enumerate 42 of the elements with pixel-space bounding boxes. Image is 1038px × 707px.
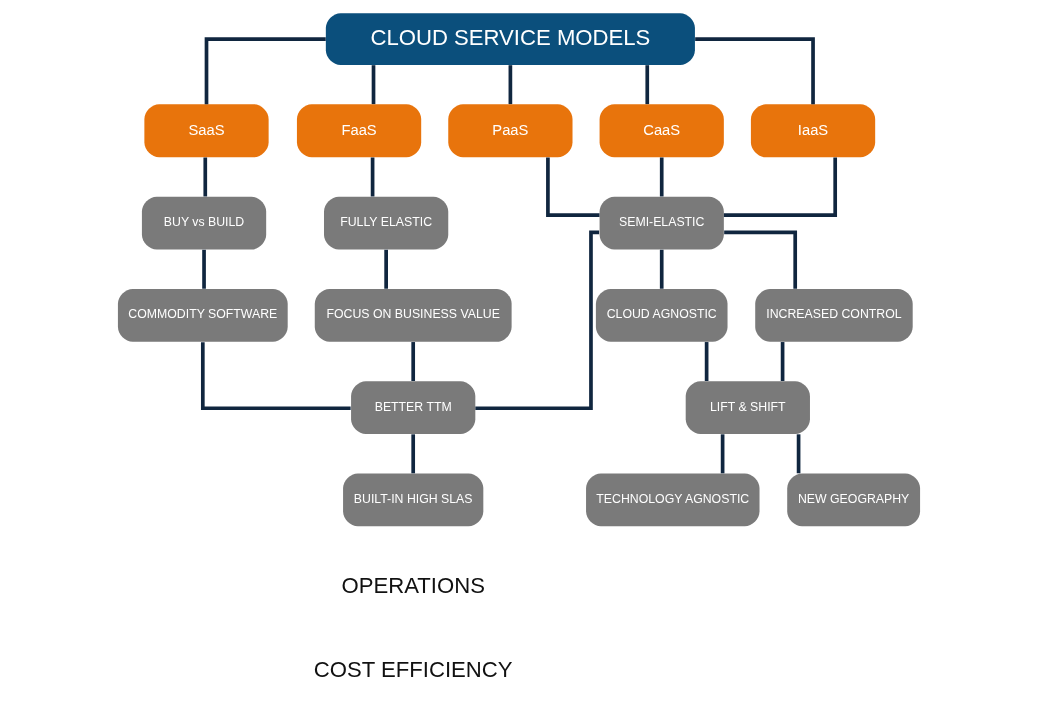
- node-box: FOCUS ON BUSINESS VALUE: [314, 288, 512, 342]
- node-box: FULLY ELASTIC: [324, 196, 449, 250]
- node-box: TECHNOLOGY AGNOSTIC: [586, 473, 760, 527]
- connector: [384, 249, 388, 289]
- node-box: CaaS: [599, 104, 724, 158]
- connector: [203, 157, 208, 197]
- node-box: IaaS: [750, 104, 876, 158]
- connector: [720, 434, 725, 474]
- node-box: INCREASED CONTROL: [755, 288, 913, 342]
- connector: [695, 37, 815, 105]
- connector: [704, 342, 709, 381]
- node-box: SEMI-ELASTIC: [599, 196, 724, 250]
- connector: [370, 157, 375, 197]
- connector: [723, 157, 838, 217]
- node-box: CLOUD AGNOSTIC: [595, 288, 728, 342]
- connector: [659, 157, 664, 197]
- node-box: CLOUD SERVICE MODELS: [325, 13, 695, 65]
- node-box: COMMODITY SOFTWARE: [117, 288, 288, 342]
- connector: [780, 342, 785, 381]
- node-box: BUY vs BUILD: [141, 196, 267, 250]
- connector: [659, 249, 664, 289]
- node-box: LIFT & SHIFT: [685, 381, 810, 435]
- connector: [204, 37, 326, 105]
- label: OPERATIONS: [341, 573, 485, 599]
- connector: [645, 65, 650, 105]
- connector: [546, 157, 600, 217]
- connector: [508, 65, 513, 105]
- connector: [411, 434, 416, 474]
- connector: [724, 230, 798, 289]
- connector: [371, 65, 376, 105]
- connector: [475, 230, 600, 411]
- label: COST EFFICIENCY: [313, 656, 513, 682]
- node-box: SaaS: [144, 104, 269, 158]
- node-box: BUILT-IN HIGH SLAS: [343, 473, 484, 527]
- connector: [202, 249, 206, 289]
- node-box: NEW GEOGRAPHY: [787, 473, 921, 527]
- node-box: BETTER TTM: [351, 381, 476, 435]
- connector: [411, 342, 416, 381]
- node-box: PaaS: [448, 104, 573, 158]
- connector: [200, 342, 351, 411]
- connector: [796, 434, 801, 474]
- node-box: FaaS: [296, 104, 422, 158]
